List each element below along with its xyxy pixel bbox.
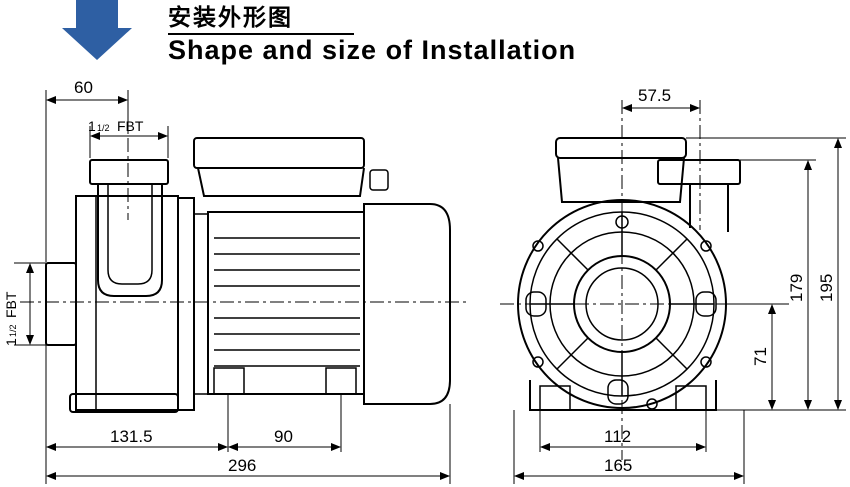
dim-outlet-offset: 57.5 <box>638 86 671 105</box>
dim-side-port: 1 1/2 FBT <box>3 291 19 346</box>
svg-text:1/2: 1/2 <box>8 324 18 337</box>
dim-top-width: 60 <box>74 78 93 97</box>
front-dimensions <box>513 104 846 484</box>
side-dimensions <box>14 90 451 484</box>
title-chinese: 安装外形图 <box>168 5 293 31</box>
title-underline <box>168 33 354 35</box>
svg-text:1: 1 <box>88 118 96 134</box>
dim-shaft-height: 71 <box>751 347 770 366</box>
dim-foot-spacing: 90 <box>274 427 293 446</box>
title-english: Shape and size of Installation <box>168 35 577 65</box>
dim-total-length: 296 <box>228 456 256 475</box>
dim-outlet-height: 179 <box>787 274 806 302</box>
dim-foot-width: 112 <box>604 427 631 446</box>
down-arrow-icon <box>62 0 132 60</box>
front-centerlines <box>500 100 790 460</box>
svg-text:1: 1 <box>3 338 19 346</box>
svg-text:1/2: 1/2 <box>97 123 110 133</box>
dim-pump-to-foot: 131.5 <box>110 427 153 446</box>
svg-text:FBT: FBT <box>3 291 19 318</box>
side-view <box>45 137 451 413</box>
dim-top-port: 1 1/2 FBT <box>88 118 144 134</box>
side-centerlines <box>20 138 470 303</box>
dim-base-width: 165 <box>604 456 632 475</box>
svg-text:FBT: FBT <box>117 118 144 134</box>
front-view <box>517 137 741 411</box>
dim-total-height: 195 <box>817 274 836 302</box>
